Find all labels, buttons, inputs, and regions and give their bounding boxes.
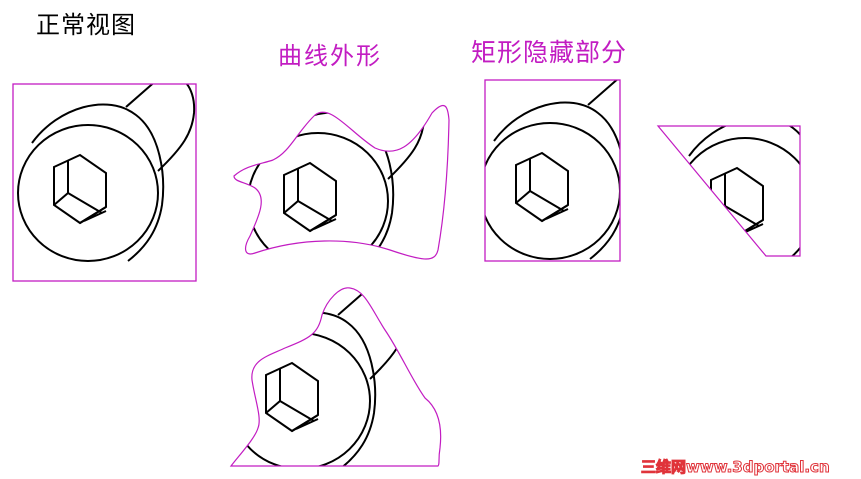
spline-frame-2	[229, 287, 442, 467]
polygon-clip-view	[656, 125, 801, 257]
polygon-frame-4	[656, 125, 801, 257]
rect-hidden-title: 矩形隐藏部分	[471, 38, 628, 67]
rect-hidden-view	[484, 79, 621, 262]
normal-view-title: 正常视图	[36, 11, 136, 39]
bolt-drawing-5	[231, 287, 408, 466]
curve-outline-view-2	[229, 287, 442, 467]
normal-view	[12, 83, 197, 282]
bolt-drawing-3	[485, 80, 620, 260]
spline-frame-1	[233, 104, 450, 260]
bolt-drawing-4	[674, 126, 800, 256]
rectangle-frame-3	[484, 79, 621, 262]
curve-outline-title: 曲线外形	[278, 42, 382, 70]
watermark-text: 三维网www.3dportal.cn	[641, 458, 831, 477]
bolt-drawing-1	[17, 84, 196, 262]
rectangle-frame-1	[12, 83, 197, 282]
curve-outline-view-1	[233, 104, 450, 260]
